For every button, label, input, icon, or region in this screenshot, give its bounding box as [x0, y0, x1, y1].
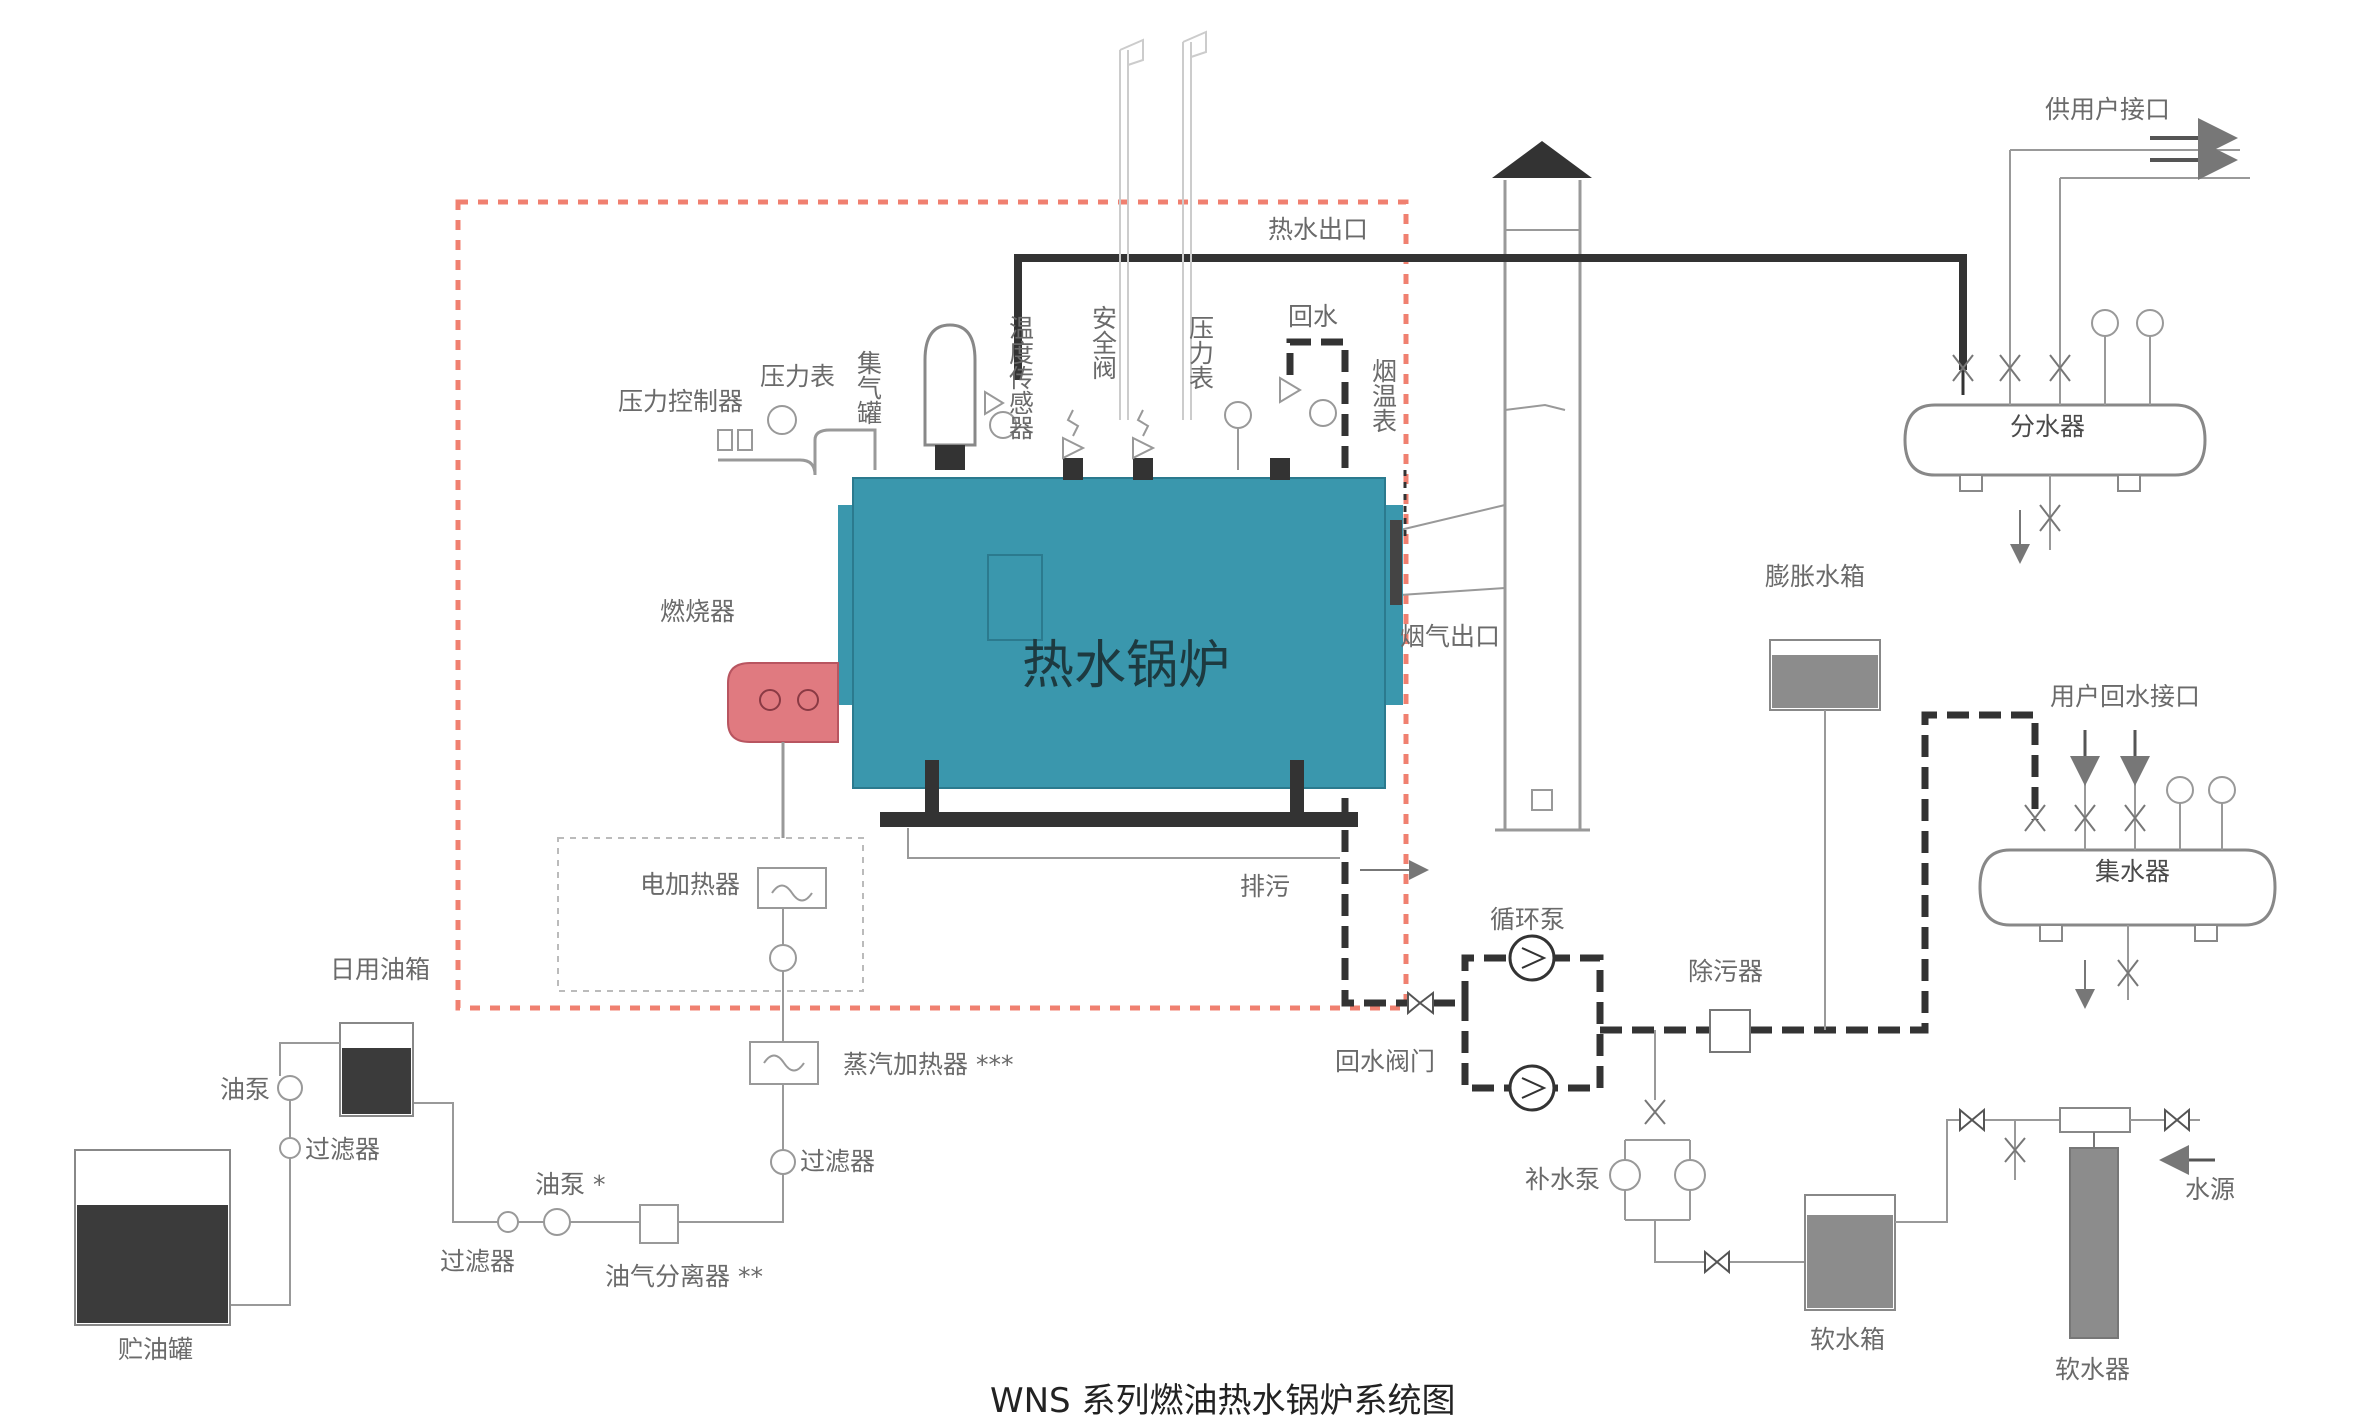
- circulation-loop-pipe: [1433, 954, 1604, 1092]
- water-collector: [1978, 730, 2277, 1009]
- label-daily-oil-tank: 日用油箱: [330, 955, 430, 984]
- label-supply-interface: 供用户接口: [2045, 95, 2170, 124]
- soft-water-tank: [1804, 1119, 2060, 1311]
- label-soft-water-tank: 软水箱: [1810, 1325, 1885, 1354]
- to-collector-pipe-2: [1750, 711, 2039, 1034]
- diagram-caption: WNS 系列燃油热水锅炉系统图: [990, 1381, 1455, 1421]
- system-boundary: [455, 199, 1409, 1011]
- pressure-control-assembly: [717, 405, 877, 476]
- label-gas-collector: 集气罐: [854, 350, 883, 425]
- label-pressure-controller: 压力控制器: [618, 387, 743, 416]
- daily-oil-tank: [339, 1022, 414, 1117]
- expansion-tank: [1769, 639, 1881, 1030]
- temp-sensor-fitting: [984, 390, 1017, 439]
- electric-heater: [757, 867, 827, 909]
- storage-tank: [74, 1149, 231, 1326]
- boiler: 热水锅炉: [838, 477, 1403, 827]
- label-filter-right: 过滤器: [800, 1147, 875, 1176]
- label-filter-bottom: 过滤器: [440, 1247, 515, 1276]
- label-safety-valve: 安全阀: [1089, 305, 1118, 380]
- chimney: [1399, 141, 1592, 832]
- label-expansion-tank: 膨胀水箱: [1765, 562, 1865, 591]
- water-distributor: [1903, 118, 2250, 564]
- filter-bottom-symbol: [497, 1211, 519, 1233]
- desilter: [1709, 1009, 1751, 1053]
- label-water-collector: 集水器: [2095, 857, 2170, 886]
- label-return-water: 回水: [1288, 302, 1338, 331]
- label-pressure-gauge-left: 压力表: [760, 362, 835, 391]
- label-hot-water-outlet: 热水出口: [1268, 215, 1368, 244]
- label-flue-outlet: 烟气出口: [1400, 622, 1500, 651]
- label-temp-sensor: 温度传感器: [1006, 315, 1035, 440]
- gas-collector: [923, 323, 977, 470]
- label-flue-thermometer: 烟温表: [1369, 358, 1398, 433]
- label-water-source: 水源: [2185, 1175, 2235, 1204]
- circulation-pumps: [1508, 934, 1556, 1112]
- burner: [727, 662, 839, 838]
- label-oil-gas-separator: 油气分离器 **: [605, 1262, 763, 1291]
- label-storage-tank: 贮油罐: [118, 1335, 193, 1364]
- label-oil-pump-left: 油泵: [220, 1075, 270, 1104]
- filter-left-symbol: [279, 1137, 301, 1159]
- electric-heater-area: [557, 837, 864, 992]
- return-water-pipe: [1286, 338, 1408, 1007]
- label-electric-heater: 电加热器: [640, 870, 740, 899]
- safety-valves: [1062, 30, 1207, 480]
- label-softener: 软水器: [2055, 1355, 2130, 1384]
- hot-water-pipe: [1014, 254, 1967, 380]
- label-burner: 燃烧器: [660, 597, 735, 626]
- label-pressure-gauge-right: 压力表: [1186, 315, 1215, 390]
- label-filter-left: 过滤器: [305, 1135, 380, 1164]
- blowdown-pipe: [907, 828, 1340, 859]
- softener: [1959, 1107, 2215, 1339]
- label-water-distributor: 分水器: [2010, 412, 2085, 441]
- label-return-interface: 用户回水接口: [2050, 682, 2200, 711]
- boiler-label: 热水锅炉: [1022, 636, 1230, 696]
- label-oil-pump-mid: 油泵 *: [535, 1170, 605, 1199]
- label-desilter: 除污器: [1688, 957, 1763, 986]
- filter-right-symbol: [770, 1149, 796, 1175]
- oil-pump-left: [277, 1075, 303, 1101]
- label-steam-heater: 蒸汽加热器 ***: [843, 1050, 1013, 1079]
- oil-gas-separator: [639, 1204, 679, 1244]
- makeup-pumps: [1609, 1030, 1805, 1275]
- oil-pump-mid: [543, 1208, 571, 1236]
- label-makeup-pump: 补水泵: [1525, 1165, 1600, 1194]
- label-return-valve: 回水阀门: [1335, 1047, 1435, 1076]
- right-top-fittings: [1224, 376, 1337, 480]
- label-blowdown: 排污: [1240, 872, 1290, 901]
- oil-pump-burner: [769, 944, 797, 972]
- return-valve: [1407, 990, 1434, 1016]
- label-circulation-pump: 循环泵: [1490, 905, 1565, 934]
